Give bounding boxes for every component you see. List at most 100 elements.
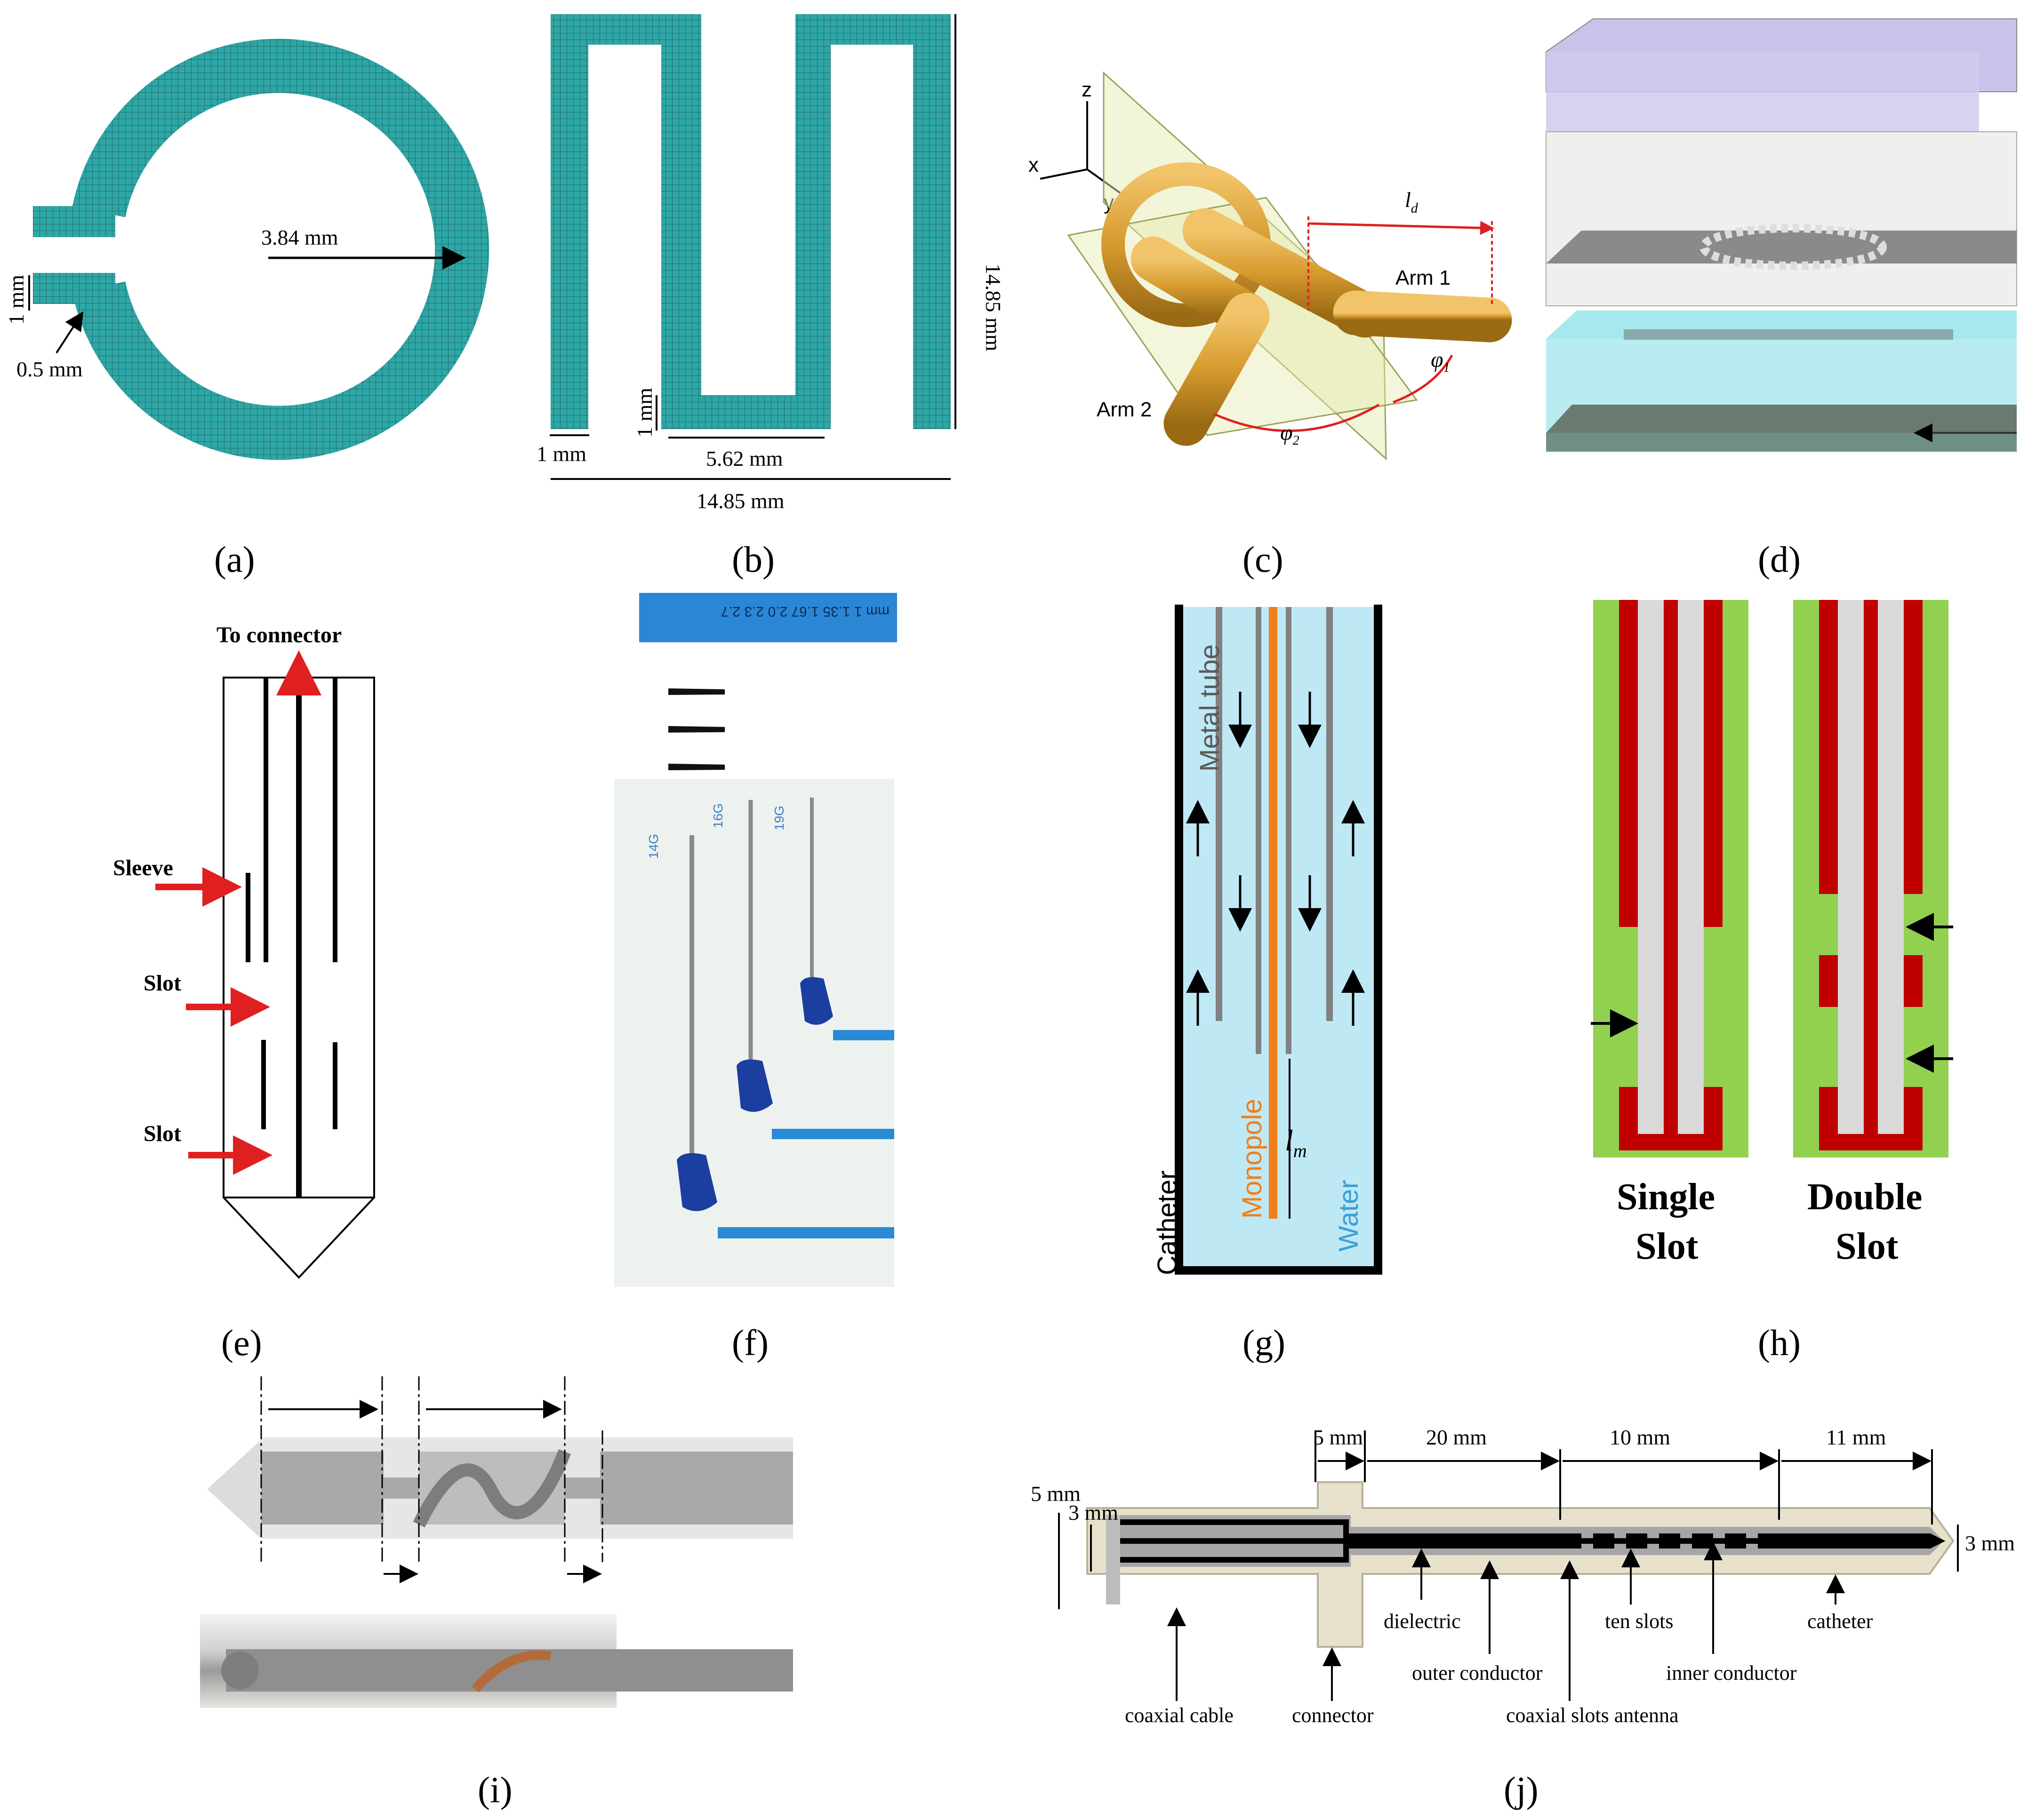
slot1-label: Slot [144,971,181,996]
axis-x: x [1028,153,1039,176]
flow-arrows [1186,692,1365,1026]
height-label: 14.85 mm [981,263,1005,351]
lm-label: lm [1285,1124,1307,1161]
single-slot-antenna [1593,600,1748,1157]
panel-c: z x y ld Arm 1 Arm 2 φ1 φ2 (c) [1028,71,1512,580]
needle-16g [737,800,894,1139]
phi2-label: φ2 [1280,420,1299,448]
single-slot-title-1: Single [1617,1176,1715,1218]
panel-a: 3.84 mm 1 mm 0.5 mm (a) [4,39,489,580]
metal-tube-left [1216,607,1222,1021]
photo-tube [226,1649,793,1692]
stub-label: 1 mm [633,388,657,438]
phi1-label: φ1 [1431,347,1450,375]
tube-core-neck-1 [384,1477,419,1499]
gap-label: 1 mm [4,275,28,325]
axis-z: z [1082,78,1092,101]
water-label: Water [1333,1180,1364,1252]
panel-j: 5 mm 20 mm 10 mm 11 mm 5 mm 3 mm 3 mm di… [1031,1425,2015,1810]
tube-core-neck-2 [565,1477,600,1499]
double-slot-title-1: Double [1807,1176,1923,1218]
slot2-label: Slot [144,1121,181,1146]
label-ten-slots: ten slots [1605,1610,1673,1633]
caption-e: (e) [221,1322,262,1363]
panel-d: (d) [1546,18,2017,580]
cable-end [1106,1515,1120,1604]
ruler-strip [639,593,897,642]
ld-label: ld [1405,188,1419,216]
label-16g: 16G [711,803,725,828]
metal-tube-label: Metal tube [1194,644,1225,772]
caption-h: (h) [1758,1322,1801,1363]
dim-5mm-left: 5 mm [1031,1482,1081,1506]
label-14g: 14G [646,834,661,859]
ruler-text: mm 1 1.35 1.67 2.0 2.3 2.7 [721,604,890,619]
needle-19g [800,798,894,1040]
tube-core-left [261,1452,384,1525]
label-outer-conductor: outer conductor [1412,1661,1543,1684]
label-inner-conductor: inner conductor [1666,1661,1797,1684]
label-pointers [1167,1541,1845,1701]
dim-11mm: 11 mm [1826,1425,1886,1449]
dim-5mm-top: 5 mm [1313,1425,1363,1449]
dim-3mm-left: 3 mm [1068,1501,1118,1525]
slot-ring [1699,224,1887,270]
width-label: 14.85 mm [697,489,785,513]
width-label: 0.5 mm [16,357,83,381]
top-layer-front [1546,52,1979,132]
caption-i: (i) [478,1769,513,1810]
arm1-tube-b [1333,290,1512,343]
tube-core-right [600,1452,793,1525]
label-coaxial-cable: coaxial cable [1125,1704,1234,1727]
panel-e: To connector Sleeve Slot Slot (e) [113,623,375,1363]
needle-14g [677,835,894,1238]
dimension-guides [260,1376,603,1562]
panel-i: (i) [200,1376,793,1810]
arm2-label: Arm 2 [1097,398,1152,421]
double-slot-antenna [1793,600,1948,1157]
phi2-arc [1213,403,1380,432]
ring-plane [1546,231,2017,263]
caption-g: (g) [1242,1322,1285,1363]
middle-layer [1546,131,2017,306]
monopole-label: Monopole [1237,1099,1267,1219]
meander-strip [1624,329,1953,340]
needle-row [668,688,897,770]
caption-a: (a) [214,539,255,580]
metal-tube-right [1326,607,1333,1021]
photo-tip [221,1652,259,1689]
catheter-wall [1175,605,1382,1275]
substrate [1546,433,2017,452]
ld-arrow [1308,221,1494,235]
panel-b: 14.85 mm 14.85 mm 1 mm 5.62 mm 1 mm (b) [537,14,1005,580]
helix [413,1449,571,1528]
radius-label: 3.84 mm [261,225,338,249]
tube-tip [207,1440,261,1539]
double-slot-title-2: Slot [1836,1226,1899,1267]
caption-c: (c) [1242,539,1283,580]
catheter-label: Catheter [1152,1171,1183,1275]
label-catheter: catheter [1807,1610,1873,1633]
label-dielectric: dielectric [1384,1610,1461,1633]
panel-f: mm 1 1.35 1.67 2.0 2.3 2.7 14G 16G 19G [614,593,897,1363]
phi1-arc [1393,354,1453,404]
caption-j: (j) [1504,1769,1539,1810]
label-coaxial-slots-antenna: coaxial slots antenna [1506,1704,1679,1727]
to-connector-label: To connector [216,623,342,647]
split-ring-mesh [33,39,489,460]
label-19g: 19G [772,806,786,830]
arm1-label: Arm 1 [1395,266,1451,289]
ground-plane [1546,405,2017,433]
coax-outer-right [1286,607,1291,1054]
caption-f: (f) [732,1322,769,1363]
single-slot-title-2: Slot [1635,1226,1699,1267]
sleeve-label: Sleeve [113,855,173,880]
label-connector: connector [1292,1704,1374,1727]
arm2-tube-b [1163,293,1270,446]
meander-mesh [551,14,951,429]
dim-20mm: 20 mm [1426,1425,1487,1449]
monopole [1269,607,1277,1219]
top-dimensions [1058,1430,1959,1609]
dim-3mm-right: 3 mm [1965,1531,2015,1555]
